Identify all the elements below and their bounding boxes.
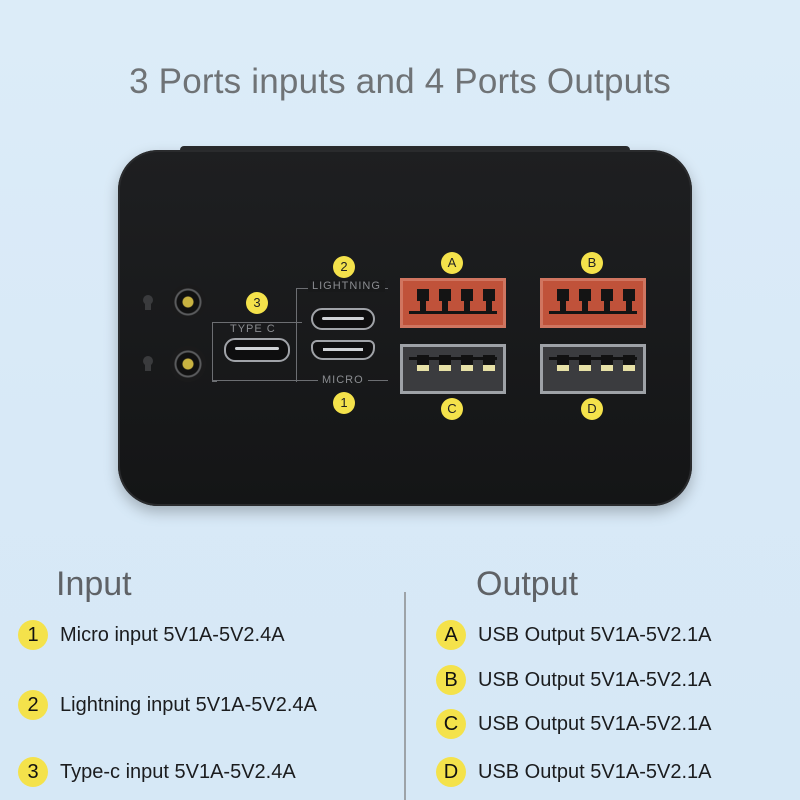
input-heading: Input [56,565,132,603]
input-bracket-divider [296,288,297,382]
marker-a: A [441,252,463,274]
output-badge: A [436,620,466,650]
marker-type-c: 3 [246,292,268,314]
lightning-port [311,308,375,330]
input-text: Micro input 5V1A-5V2.4A [60,623,285,646]
micro-bracket [212,380,388,381]
output-item: C USB Output 5V1A-5V2.1A [436,709,711,739]
input-badge: 1 [18,620,48,650]
marker-b: B [581,252,603,274]
output-text: USB Output 5V1A-5V2.1A [478,668,712,691]
power-button [170,346,206,382]
type-c-label: TYPE C [230,323,276,335]
marker-micro: 1 [333,392,355,414]
input-badge: 3 [18,757,48,787]
output-badge: C [436,709,466,739]
output-text: USB Output 5V1A-5V2.1A [478,712,712,735]
output-item: B USB Output 5V1A-5V2.1A [436,665,711,695]
input-item: 3 Type-c input 5V1A-5V2.4A [18,757,296,787]
type-c-bracket [212,322,217,382]
power-bank-body [118,150,692,506]
marker-d: D [581,398,603,420]
usb-port-b [540,278,646,328]
legend-divider [404,592,406,800]
type-c-bracket-top [212,322,302,323]
input-text: Lightning input 5V1A-5V2.4A [60,693,317,716]
power-button [170,284,206,320]
marker-c: C [441,398,463,420]
micro-label: MICRO [318,374,368,386]
output-text: USB Output 5V1A-5V2.1A [478,760,712,783]
indicator-light-icon [142,356,154,372]
output-item: A USB Output 5V1A-5V2.1A [436,620,711,650]
output-text: USB Output 5V1A-5V2.1A [478,623,712,646]
usb-port-c [400,344,506,394]
micro-usb-port [311,340,375,360]
output-badge: D [436,757,466,787]
input-item: 1 Micro input 5V1A-5V2.4A [18,620,285,650]
page-title: 3 Ports inputs and 4 Ports Outputs [129,62,671,101]
input-item: 2 Lightning input 5V1A-5V2.4A [18,690,317,720]
input-text: Type-c input 5V1A-5V2.4A [60,760,296,783]
usb-port-d [540,344,646,394]
marker-lightning: 2 [333,256,355,278]
input-badge: 2 [18,690,48,720]
type-c-port [224,338,290,362]
output-item: D USB Output 5V1A-5V2.1A [436,757,711,787]
output-heading: Output [476,565,579,603]
usb-port-a [400,278,506,328]
indicator-light-icon [142,295,154,311]
output-badge: B [436,665,466,695]
lightning-label: LIGHTNING [308,280,385,292]
